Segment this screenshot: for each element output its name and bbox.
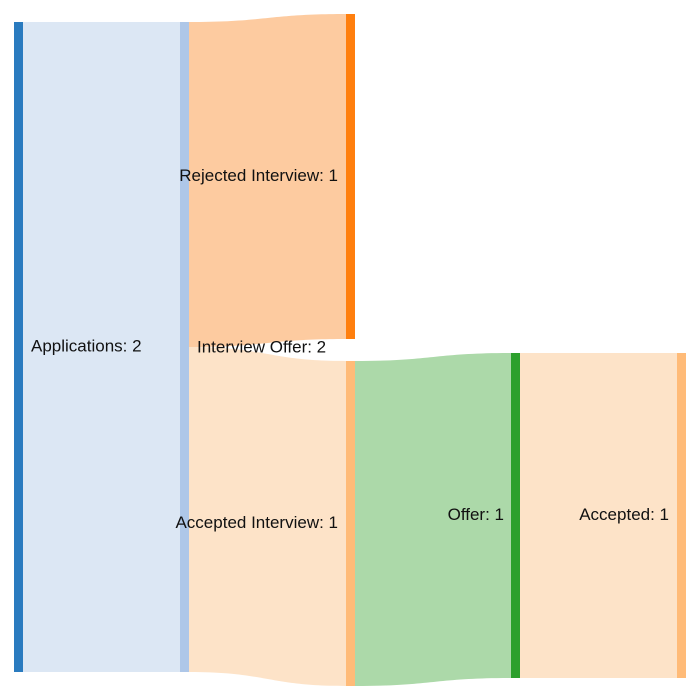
node-interview-offer <box>180 22 189 672</box>
link-interview-offer-to-rejected-interview <box>189 14 346 347</box>
links-layer <box>23 14 677 686</box>
node-offer <box>511 353 520 678</box>
link-offer-to-accepted <box>520 353 677 678</box>
node-label-accepted: Accepted: 1 <box>579 505 669 524</box>
nodes-layer <box>14 14 686 686</box>
node-accepted <box>677 353 686 678</box>
link-applications-to-interview-offer <box>23 22 180 672</box>
node-label-accepted-interview: Accepted Interview: 1 <box>175 513 338 532</box>
node-label-applications: Applications: 2 <box>31 336 142 355</box>
labels-layer: Applications: 2 Interview Offer: 2 Rejecte… <box>31 166 669 532</box>
link-interview-offer-to-accepted-interview <box>189 347 346 686</box>
node-accepted-interview <box>346 361 355 686</box>
node-rejected-interview <box>346 14 355 339</box>
node-label-offer: Offer: 1 <box>448 505 504 524</box>
node-label-rejected-interview: Rejected Interview: 1 <box>179 166 338 185</box>
node-applications <box>14 22 23 672</box>
link-accepted-interview-to-offer <box>355 353 511 686</box>
node-label-interview-offer: Interview Offer: 2 <box>197 337 326 356</box>
